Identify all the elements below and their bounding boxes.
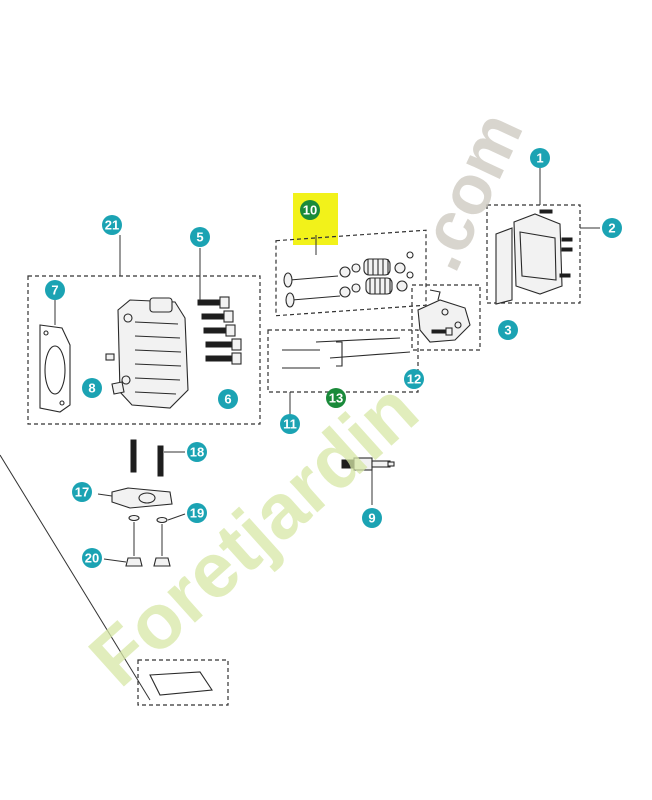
dowel-pin: [111, 381, 125, 395]
callout-10[interactable]: 10: [300, 200, 320, 220]
callout-8-label: 8: [88, 381, 95, 396]
callout-6-label: 6: [224, 392, 231, 407]
callout-7[interactable]: 7: [45, 280, 65, 300]
callout-17-label: 17: [75, 485, 89, 500]
assembly-box-1: [486, 204, 581, 304]
rocker-bracket: [417, 289, 471, 343]
callout-21[interactable]: 21: [102, 215, 122, 235]
callout-12-label: 12: [407, 372, 421, 387]
callout-18[interactable]: 18: [187, 442, 207, 462]
callout-3[interactable]: 3: [498, 320, 518, 340]
exhaust-gasket: [111, 487, 173, 509]
callout-11-label: 11: [283, 417, 297, 432]
callout-1[interactable]: 1: [530, 148, 550, 168]
callout-3-label: 3: [504, 323, 511, 338]
callout-9[interactable]: 9: [362, 508, 382, 528]
callout-19-label: 19: [190, 506, 204, 521]
callout-17[interactable]: 17: [72, 482, 92, 502]
callout-8[interactable]: 8: [82, 378, 102, 398]
watermark-brand: Foretjardin: [72, 365, 434, 703]
callout-2[interactable]: 2: [602, 218, 622, 238]
rocker-cover: [495, 209, 573, 305]
cylinder-head: [117, 297, 189, 409]
callout-5[interactable]: 5: [190, 227, 210, 247]
callout-20-label: 20: [85, 551, 99, 566]
pushrods: [282, 337, 411, 369]
frame-line: [0, 454, 151, 701]
callout-11[interactable]: 11: [280, 414, 300, 434]
spark-plug: [341, 457, 395, 471]
callout-12[interactable]: 12: [404, 369, 424, 389]
partial-part: [137, 659, 229, 706]
callout-18-label: 18: [190, 445, 204, 460]
callout-13[interactable]: 13: [326, 388, 346, 408]
callout-20[interactable]: 20: [82, 548, 102, 568]
callout-1-label: 1: [536, 151, 543, 166]
callout-21-label: 21: [105, 218, 119, 233]
callout-13-label: 13: [329, 391, 343, 406]
assembly-box-21: [27, 275, 261, 425]
nuts: [125, 522, 171, 567]
callout-10-label: 10: [303, 203, 317, 218]
assembly-box-12: [411, 284, 481, 351]
head-bolts: [197, 296, 242, 365]
exhaust-studs: [130, 439, 164, 477]
callout-2-label: 2: [608, 221, 615, 236]
callout-5-label: 5: [196, 230, 203, 245]
callout-9-label: 9: [368, 511, 375, 526]
valve-set: [283, 251, 414, 308]
callout-19[interactable]: 19: [187, 503, 207, 523]
washers: [128, 514, 168, 524]
callout-7-label: 7: [51, 283, 58, 298]
head-gasket: [39, 324, 71, 413]
callout-6[interactable]: 6: [218, 389, 238, 409]
assembly-box-11: [267, 329, 419, 393]
